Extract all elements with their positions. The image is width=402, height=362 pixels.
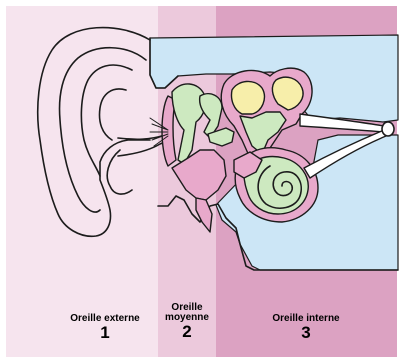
label-inner-ear-number: 3 [246, 324, 366, 342]
label-middle-ear-name: Oreille moyenne [156, 303, 218, 323]
label-middle-ear: Oreille moyenne 2 [156, 303, 218, 341]
label-middle-ear-number: 2 [156, 323, 218, 341]
auricle-outline [38, 28, 150, 237]
eustachian-tube [196, 198, 212, 232]
lobe-outline [107, 150, 132, 194]
label-outer-ear: Oreille externe 1 [50, 314, 160, 342]
label-outer-ear-number: 1 [50, 324, 160, 342]
label-inner-ear: Oreille interne 3 [246, 314, 366, 342]
antihelix-outline [81, 65, 132, 176]
canal-yellow-left [231, 81, 264, 114]
concha-outline [100, 89, 127, 140]
nerve-end [382, 122, 394, 136]
